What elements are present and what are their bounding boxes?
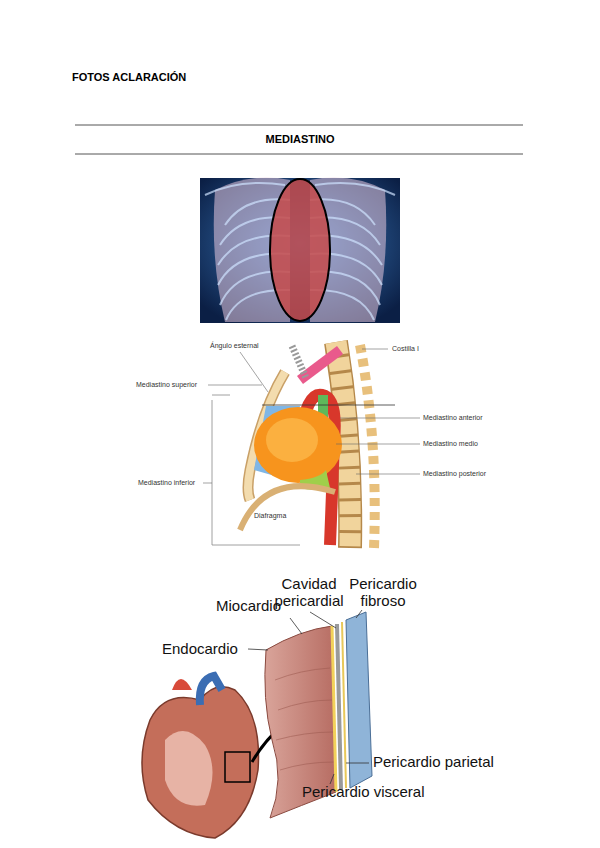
mediastinum-lateral-image xyxy=(203,342,420,548)
part-label: Mediastino anterior xyxy=(423,414,483,422)
section-heading: MEDIASTINO xyxy=(150,133,450,145)
part-label: Endocardio xyxy=(162,641,238,658)
part-label: Mediastino inferior xyxy=(138,479,195,487)
part-label: Pericardio visceral xyxy=(302,784,425,801)
rule xyxy=(75,154,523,155)
rule xyxy=(75,125,523,126)
part-label: Ángulo esternal xyxy=(210,342,259,350)
part-label: Mediastino medio xyxy=(423,440,478,448)
heart-wall-image xyxy=(142,610,372,838)
part-label: Mediastino posterior xyxy=(423,470,486,478)
part-label: Miocardio xyxy=(216,598,281,615)
part-label: Mediastino superior xyxy=(136,381,197,389)
part-label: Pericardio fibroso xyxy=(342,576,424,609)
thorax-image xyxy=(200,178,400,323)
part-label: Diafragma xyxy=(254,512,286,520)
part-label: Pericardio parietal xyxy=(373,754,494,771)
part-label: Costilla I xyxy=(392,345,419,353)
page-title: FOTOS ACLARACIÓN xyxy=(72,71,186,83)
